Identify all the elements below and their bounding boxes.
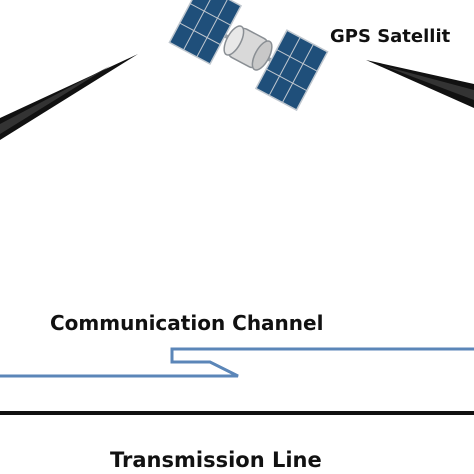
- communication-channel-line: [0, 347, 474, 378]
- satellite-body: [223, 25, 273, 71]
- right-signal-beam: [366, 60, 474, 108]
- satellite-left-panel: [168, 0, 243, 66]
- transmission-line-label: Transmission Line: [110, 448, 322, 472]
- satellite-icon: [168, 0, 329, 112]
- communication-channel-label: Communication Channel: [50, 311, 324, 335]
- gps-satellite-label: GPS Satellit: [330, 26, 451, 47]
- left-signal-beam: [0, 54, 138, 140]
- satellite-right-panel: [254, 29, 329, 112]
